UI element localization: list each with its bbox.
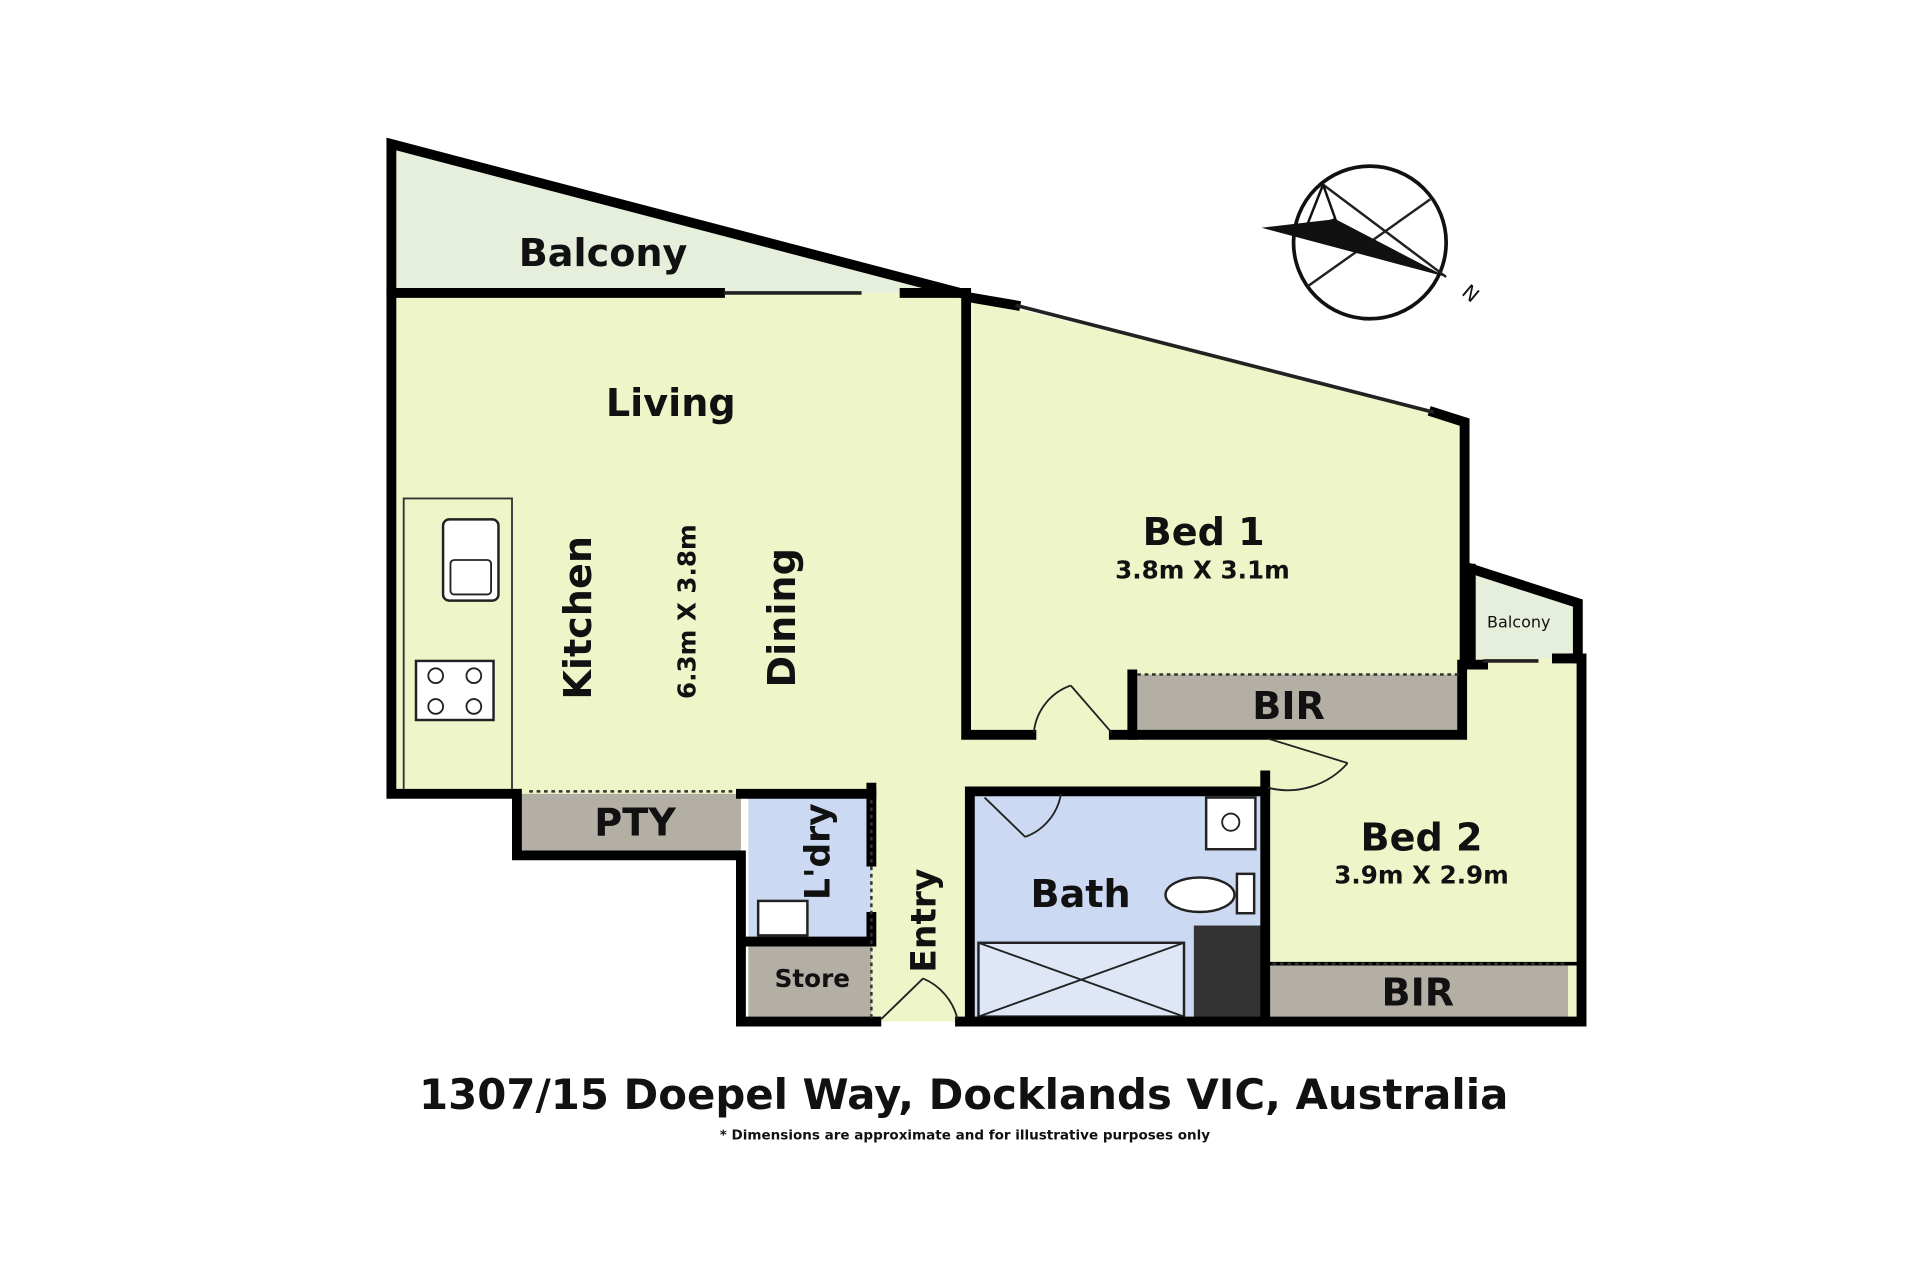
laundry-tub-icon — [756, 899, 809, 937]
label-pty: PTY — [594, 801, 676, 845]
label-bed2-dims: 3.9m X 2.9m — [1334, 861, 1509, 890]
label-store: Store — [775, 964, 850, 993]
entry-area — [871, 787, 970, 1022]
door-entry — [880, 977, 959, 1020]
label-kitchen: Kitchen — [556, 536, 600, 700]
label-bed2: Bed 2 — [1361, 815, 1483, 859]
label-bed1-dims: 3.8m X 3.1m — [1115, 555, 1290, 584]
hallway-area — [966, 732, 1274, 792]
pty-area — [516, 793, 741, 856]
store-area — [748, 941, 872, 1020]
label-entry: Entry — [904, 869, 944, 973]
bir1-area — [1132, 674, 1460, 733]
label-bath: Bath — [1031, 872, 1131, 916]
bed1-area — [972, 297, 1465, 675]
label-balcony-main: Balcony — [519, 231, 688, 275]
label-bed1: Bed 1 — [1143, 510, 1265, 554]
toilet-icon — [1164, 876, 1236, 914]
door-bed1 — [1032, 684, 1113, 733]
label-dining: Dining — [760, 548, 804, 687]
door-bed2 — [1267, 737, 1349, 792]
door-bath — [983, 793, 1062, 838]
label-laundry: L'dry — [799, 803, 839, 900]
bath-cabinet — [1193, 925, 1263, 1020]
label-living: Living — [606, 381, 736, 425]
cooktop-icon — [414, 659, 495, 722]
bir2-area — [1270, 963, 1568, 1020]
bed1-lower-area — [972, 670, 1133, 735]
label-balcony-small: Balcony — [1487, 613, 1550, 632]
compass-icon: N — [1261, 164, 1484, 321]
label-living-dims: 6.3m X 3.8m — [672, 524, 701, 699]
basin-icon — [1204, 796, 1257, 851]
label-bir2: BIR — [1382, 971, 1455, 1015]
balcony-small-area — [1470, 568, 1578, 659]
disclaimer: * Dimensions are approximate and for ill… — [720, 1128, 1210, 1144]
address-title: 1307/15 Doepel Way, Docklands VIC, Austr… — [419, 1070, 1508, 1119]
compass-north-label: N — [1457, 280, 1483, 307]
label-bir1: BIR — [1252, 684, 1325, 728]
